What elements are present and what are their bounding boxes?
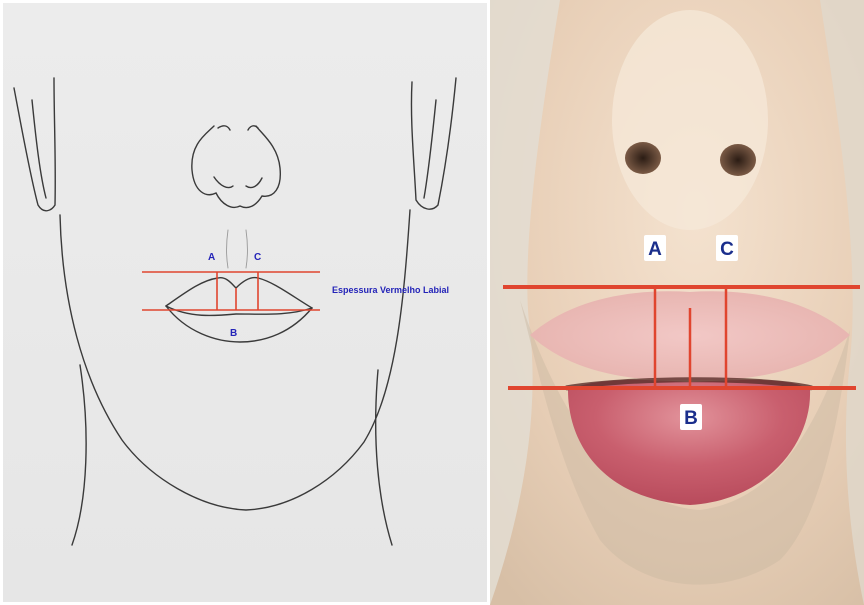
photo-right-nostril (720, 144, 756, 176)
drawing-label-c: C (254, 252, 261, 263)
lip-photo-panel: A C B (490, 0, 864, 605)
photo-label-b-text: B (684, 408, 698, 429)
drawing-caption: Espessura Vermelho Labial (332, 285, 449, 295)
drawing-label-a: A (208, 252, 215, 263)
schematic-drawing-panel: A C B Espessura Vermelho Labial (3, 3, 487, 602)
photo-label-a-text: A (648, 239, 662, 260)
photo-label-b: B (680, 404, 702, 430)
photo-nose (612, 10, 768, 230)
photo-label-c: C (716, 235, 738, 261)
drawing-label-b: B (230, 328, 237, 339)
photo-label-a: A (644, 235, 666, 261)
drawing-background (3, 3, 487, 602)
photo-left-nostril (625, 142, 661, 174)
photo-label-c-text: C (720, 239, 734, 260)
